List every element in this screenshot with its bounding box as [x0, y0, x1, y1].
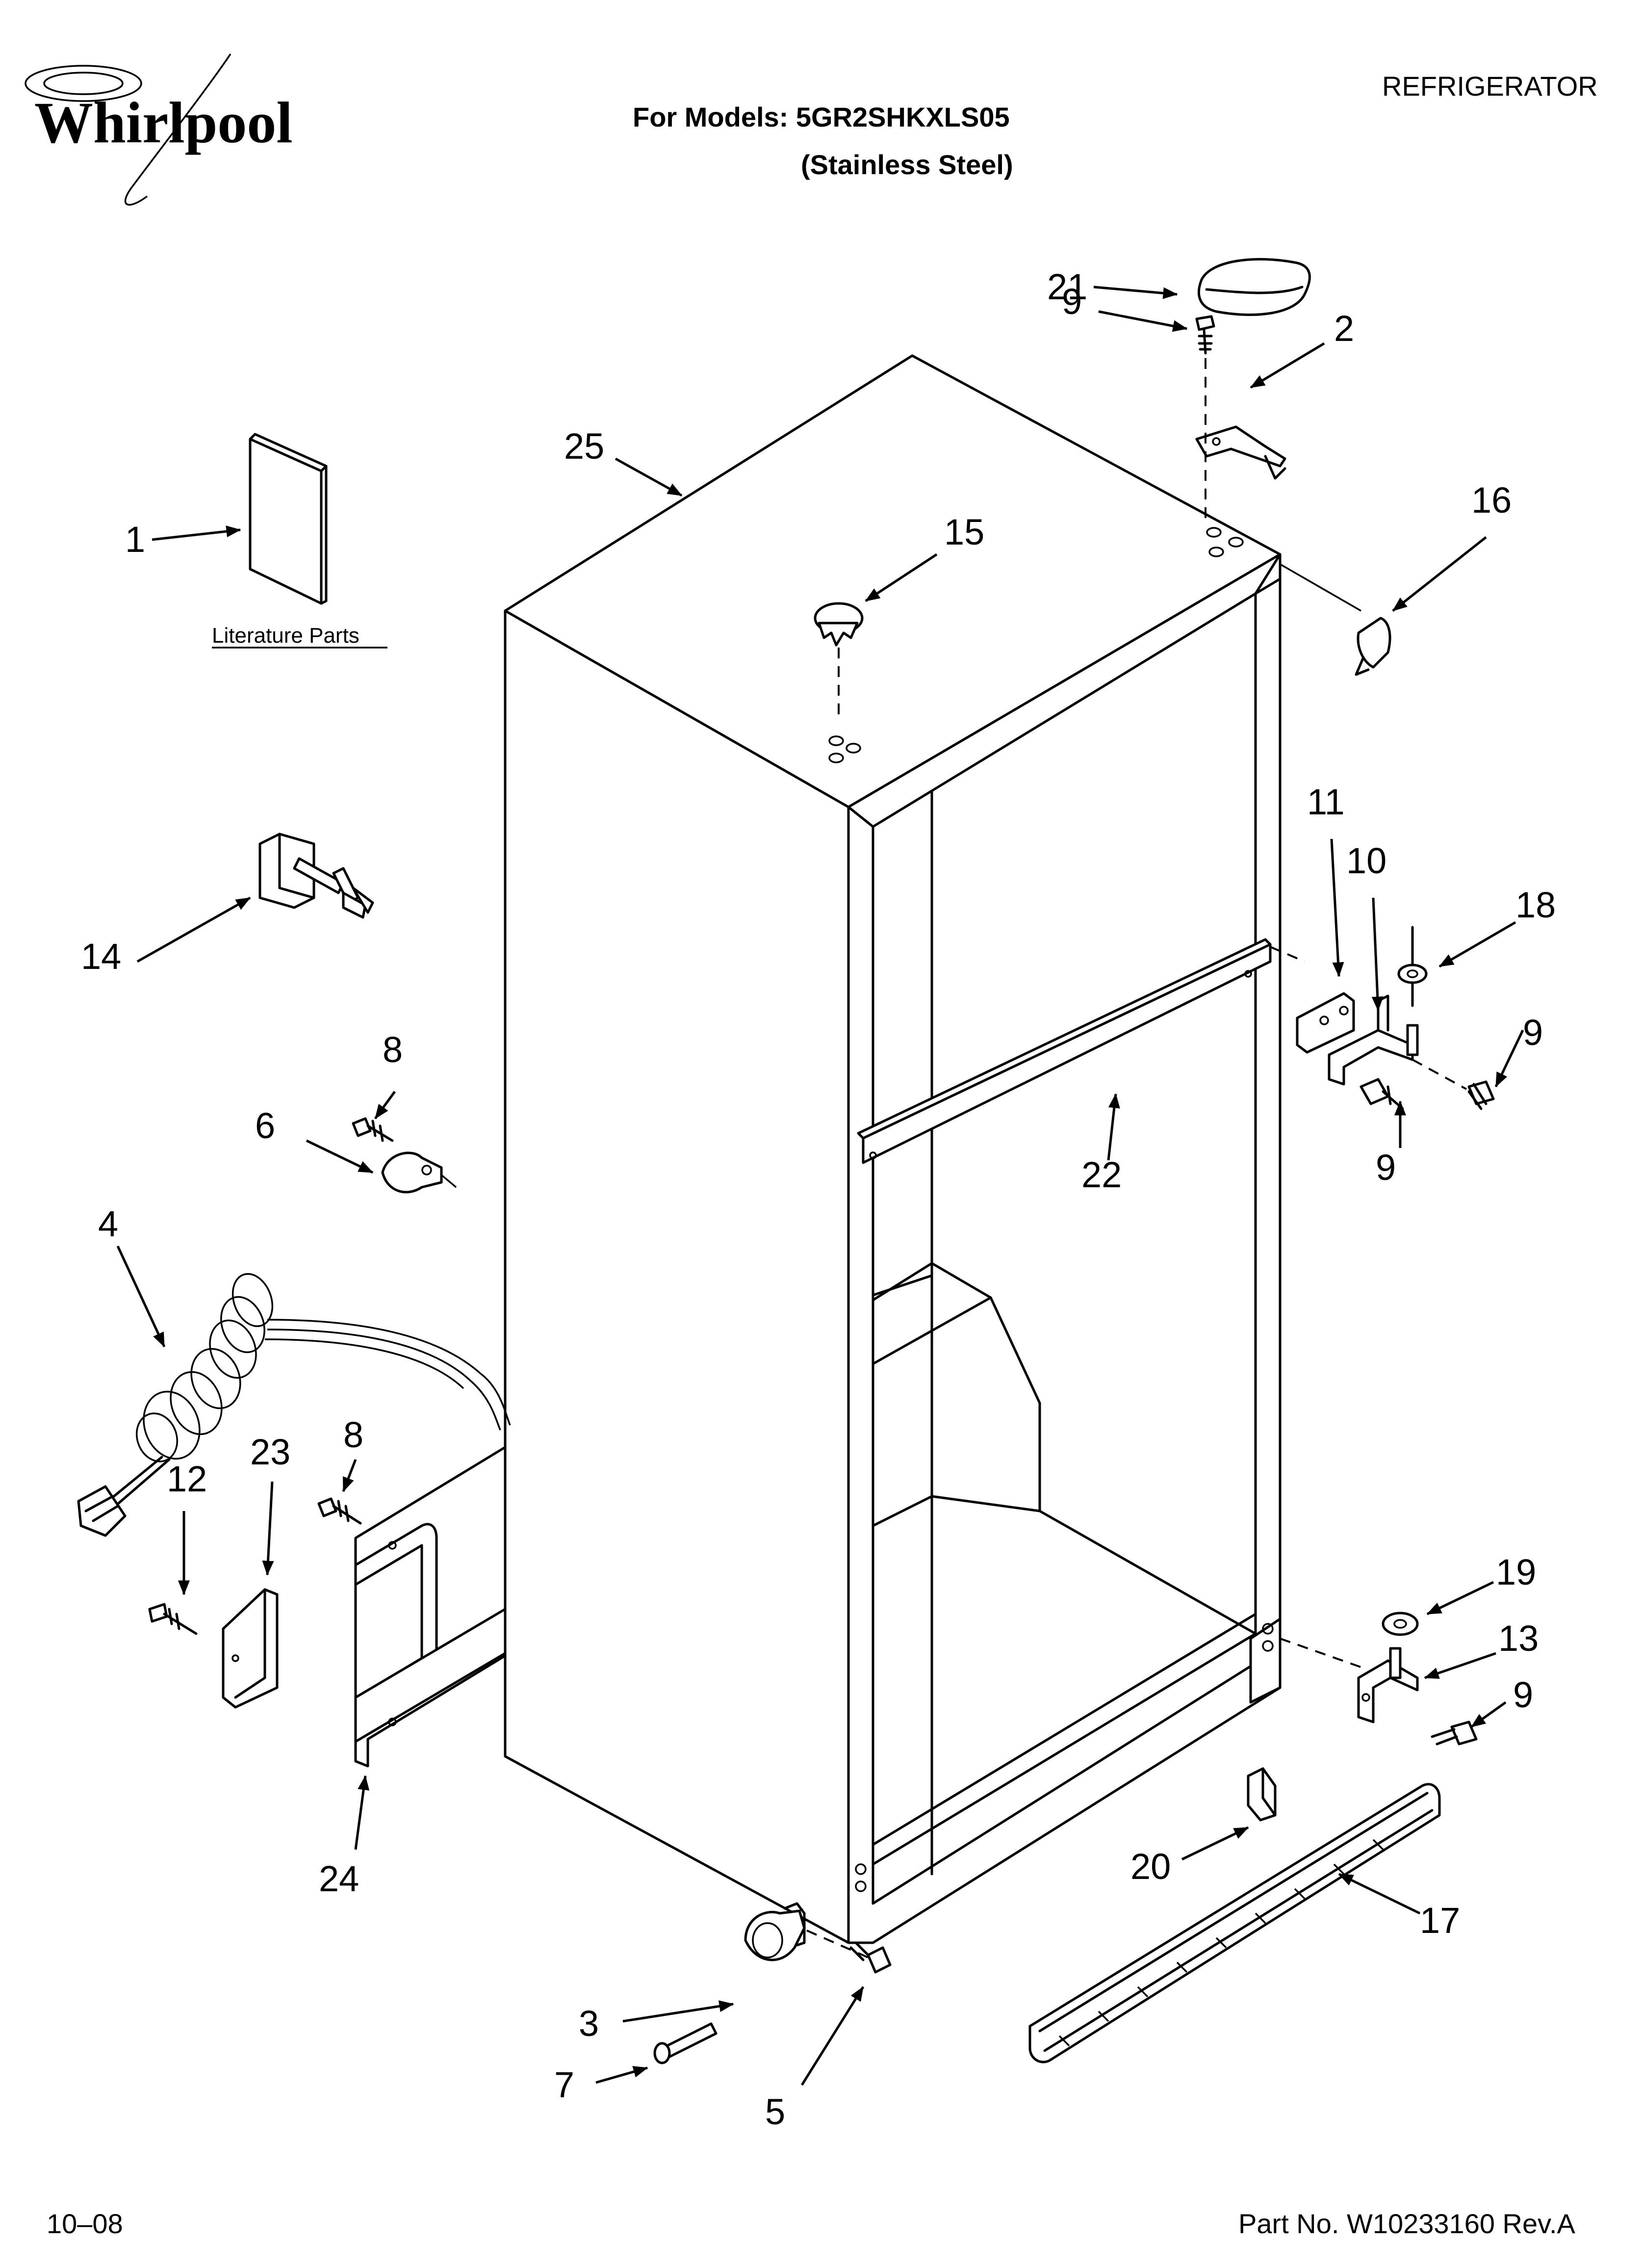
clamp-screw: [352, 1117, 394, 1142]
callout-23: 23: [250, 1432, 290, 1472]
center-rail: [857, 938, 1272, 1164]
brand-name: Whirlpool: [34, 90, 293, 155]
callout-24: 24: [319, 1858, 359, 1899]
literature-label: Literature Parts: [212, 624, 359, 648]
roller-pin: [653, 2022, 718, 2064]
top-hinge-screw: [1195, 315, 1215, 355]
callout-21: 21: [1047, 266, 1087, 307]
top-plug: [814, 602, 864, 647]
callout-20: 20: [1130, 1846, 1171, 1887]
category-label: REFRIGERATOR: [1382, 71, 1598, 102]
grille-clip: [1247, 1767, 1277, 1822]
callout-4: 4: [98, 1203, 118, 1244]
part-number: Part No. W10233160 Rev.A: [1238, 2208, 1576, 2239]
callout-16: 16: [1471, 480, 1512, 521]
callout-9a: 9: [1062, 281, 1082, 322]
hinge-washer-top: [1397, 964, 1428, 984]
callout-9c: 9: [1376, 1147, 1396, 1188]
cabinet-assembly: [504, 354, 1282, 1944]
callout-3: 3: [579, 2003, 599, 2044]
roller-bracket: [744, 1902, 806, 1961]
callout-22: 22: [1081, 1154, 1122, 1195]
date-code: 10–08: [47, 2208, 123, 2239]
toe-grille: [1028, 1783, 1441, 2063]
leader-lines: [116, 286, 1524, 2086]
callout-17: 17: [1420, 1900, 1460, 1941]
callout-7: 7: [554, 2064, 574, 2105]
callout-12: 12: [167, 1459, 207, 1499]
leveling-screw: [849, 1941, 892, 1974]
callout-19: 19: [1496, 1552, 1536, 1592]
cord-clamp: [381, 1151, 457, 1194]
bottom-hinge-screw: [1431, 1721, 1478, 1746]
finish-title: (Stainless Steel): [801, 149, 1013, 180]
hinge-cover: [1198, 258, 1311, 316]
callout-9b: 9: [1523, 1012, 1543, 1053]
callout-labels: 1 2 3 4 5 6 7 8 8 9 9 9 9 10 11 12 13 14…: [81, 266, 1556, 2132]
bottom-hinge-washer: [1382, 1612, 1419, 1636]
literature-parts: [249, 433, 328, 605]
power-cord: [77, 1273, 511, 1537]
callout-2: 2: [1334, 308, 1354, 349]
callout-14: 14: [81, 936, 121, 977]
callout-8b: 8: [343, 1414, 363, 1455]
water-inlet-fitting: [258, 833, 374, 919]
callout-11: 11: [1307, 782, 1345, 822]
callout-9d: 9: [1513, 1674, 1533, 1715]
bottom-hinge: [1357, 1647, 1419, 1723]
rear-access-cover: [222, 1588, 279, 1709]
callout-5: 5: [765, 2091, 785, 2132]
brand-logo: Whirlpool: [25, 53, 293, 206]
unit-compartment-cover: [354, 1446, 507, 1768]
callout-25: 25: [564, 426, 604, 467]
callout-8a: 8: [383, 1029, 403, 1070]
models-title: For Models: 5GR2SHKXLS05: [633, 102, 1010, 132]
callout-1: 1: [125, 519, 145, 560]
callout-18: 18: [1515, 885, 1556, 925]
callout-6: 6: [255, 1105, 275, 1146]
callout-15: 15: [944, 512, 984, 552]
callout-13: 13: [1498, 1618, 1539, 1659]
center-hinge-shim: [1296, 992, 1355, 1054]
callout-10: 10: [1346, 840, 1386, 881]
bracket-screw: [317, 1497, 362, 1525]
center-hinge-screw-right: [1467, 1080, 1495, 1110]
top-hinge: [1195, 425, 1286, 480]
rear-cover-screw: [148, 1603, 198, 1635]
door-stop: [1355, 617, 1391, 676]
center-hinge-screw-lower: [1360, 1078, 1404, 1110]
